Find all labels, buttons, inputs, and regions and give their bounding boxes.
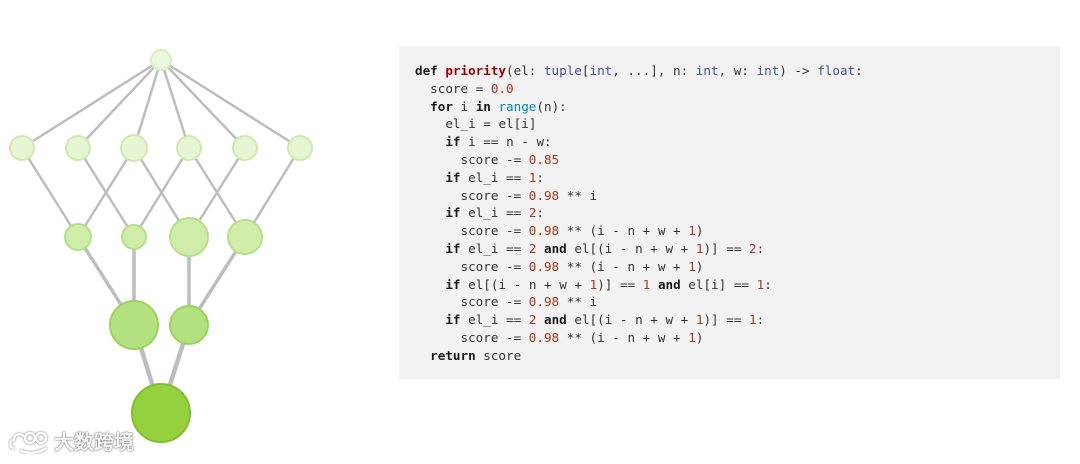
code-line: score -= 0.85 — [460, 151, 560, 167]
code-line: score -= 0.98 ** (i - n + w + 1) — [460, 258, 704, 274]
tree-edge — [160, 58, 301, 150]
tree-diagram — [9, 49, 313, 443]
code-line: def priority(el: tuple[int, ...], n: int… — [415, 63, 863, 78]
code-line: score -= 0.98 ** (i - n + w + 1) — [460, 223, 704, 239]
tree-node — [169, 217, 209, 257]
tree-edge — [132, 147, 191, 238]
tree-node — [150, 49, 172, 71]
tree-node — [121, 224, 147, 250]
tree-node — [287, 135, 313, 161]
tree-node — [176, 135, 202, 161]
code-block: def priority(el: tuple[int, ...], n: int… — [415, 62, 1060, 365]
code-line: if el_i == 2 and el[(i - n + w + 1)] == … — [445, 312, 765, 328]
cloud-logo-icon — [8, 428, 50, 454]
tree-edge — [77, 59, 162, 149]
code-line: if el_i == 1: — [445, 169, 545, 185]
tree-node — [232, 135, 258, 161]
code-line: score -= 0.98 ** (i - n + w + 1) — [460, 329, 704, 345]
tree-edge — [21, 58, 162, 150]
tree-node — [120, 134, 148, 162]
code-line: if el_i == 2 and el[(i - n + w + 1)] == … — [445, 240, 765, 256]
code-line: return score — [430, 347, 522, 363]
tree-edge — [132, 59, 163, 149]
watermark-text: 大数跨境 — [54, 430, 134, 454]
tree-edge — [160, 59, 246, 149]
code-line: if el[(i - n + w + 1)] == 1 and el[i] ==… — [445, 276, 772, 292]
code-line: el_i = el[i] — [445, 116, 537, 132]
code-line: score -= 0.98 ** i — [460, 294, 598, 310]
code-line: if i == n - w: — [445, 134, 552, 150]
code-line: score -= 0.98 ** i — [460, 187, 598, 203]
tree-node — [64, 223, 92, 251]
tree-node — [131, 383, 191, 443]
tree-node — [65, 135, 91, 161]
tree-edge — [159, 59, 191, 149]
code-panel: def priority(el: tuple[int, ...], n: int… — [399, 46, 1060, 379]
code-line: for i in range(n): — [430, 98, 567, 114]
tree-node — [227, 219, 263, 255]
tree-node — [169, 305, 209, 345]
tree-node — [9, 135, 35, 161]
watermark: 大数跨境 — [8, 426, 134, 455]
tree-edge — [20, 147, 80, 238]
tree-node — [109, 300, 159, 350]
code-line: if el_i == 2: — [445, 205, 545, 221]
tree-edge — [76, 147, 136, 238]
tree-nodes — [9, 49, 313, 443]
code-line: score = 0.0 — [430, 80, 514, 96]
